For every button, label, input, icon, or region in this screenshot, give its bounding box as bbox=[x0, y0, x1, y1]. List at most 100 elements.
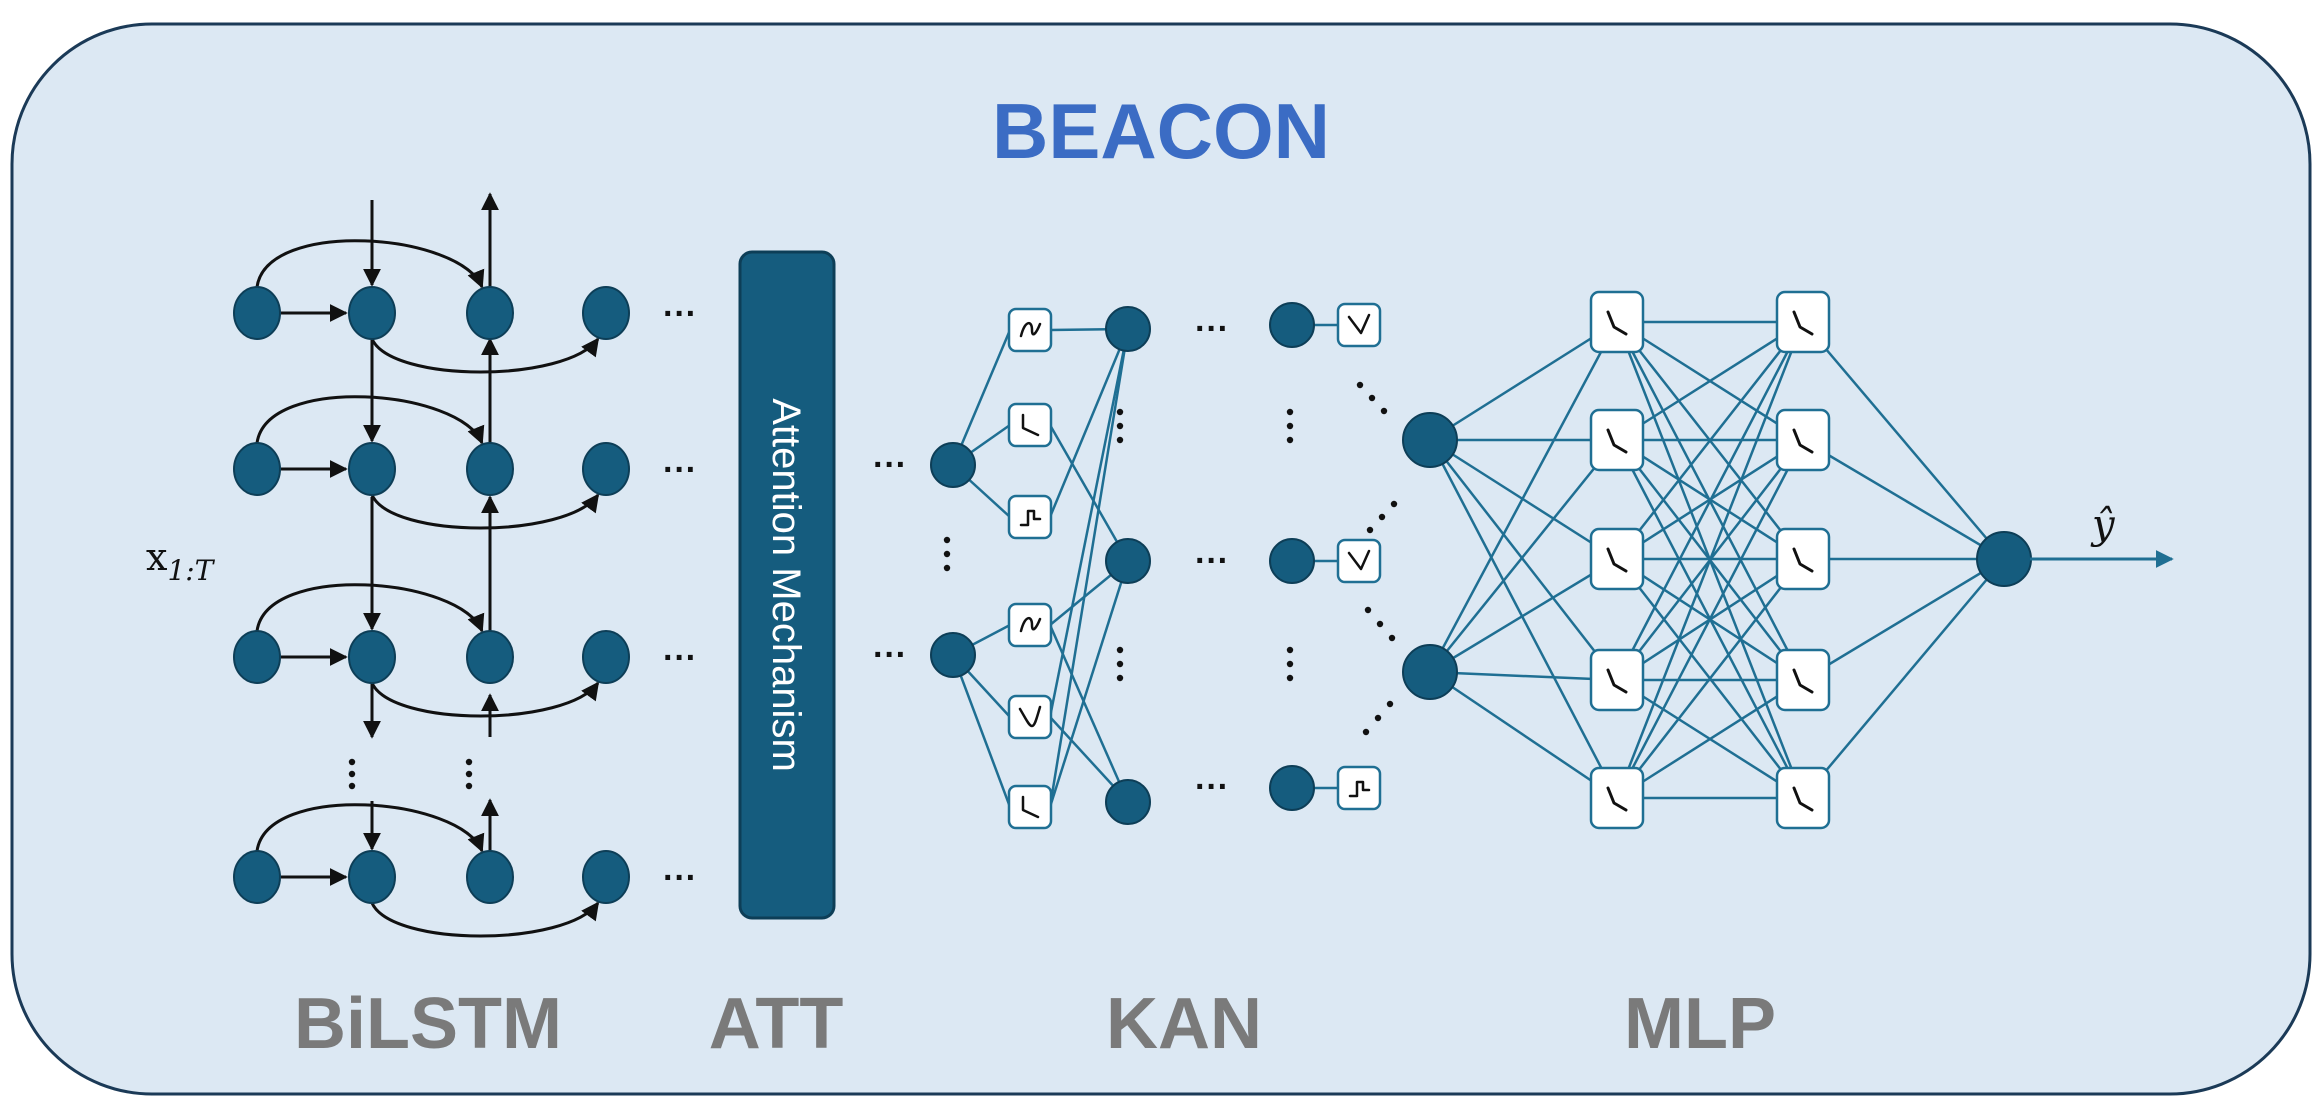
diagonal-ellipsis-dot bbox=[1366, 526, 1374, 534]
relu-icon bbox=[1792, 668, 1814, 694]
v-icon bbox=[1347, 549, 1371, 571]
kan-hidden-node bbox=[1105, 779, 1151, 825]
ellipsis-mark: ··· bbox=[663, 859, 697, 897]
bilstm-node bbox=[233, 850, 281, 904]
bilstm-node bbox=[466, 630, 514, 684]
relu-icon-box bbox=[1775, 527, 1831, 591]
vertical-ellipsis-dot bbox=[1286, 422, 1294, 430]
input-label-subscript: 1:T bbox=[167, 554, 215, 587]
kan-hidden-node bbox=[1105, 538, 1151, 584]
section-label-bilstm: BiLSTM bbox=[294, 984, 562, 1064]
diagonal-ellipsis-dot bbox=[1356, 381, 1364, 389]
output-label: ŷ bbox=[2090, 502, 2116, 548]
relu-icon bbox=[1606, 668, 1628, 694]
vertical-ellipsis-dot bbox=[465, 758, 473, 766]
kan-edge bbox=[951, 329, 1012, 466]
relu-icon bbox=[1792, 547, 1814, 573]
mlp-edge bbox=[1429, 670, 1618, 800]
mlp-edge bbox=[1616, 558, 1804, 799]
v-curve-icon-box bbox=[1007, 694, 1053, 740]
section-label-kan: KAN bbox=[1106, 984, 1262, 1064]
kan-edge bbox=[1048, 328, 1130, 518]
bilstm-skip-arc-bottom bbox=[370, 337, 600, 374]
kan-hidden-node bbox=[1105, 306, 1151, 352]
bilstm-node bbox=[466, 850, 514, 904]
hinge-icon-box bbox=[1007, 784, 1053, 830]
kan-edge bbox=[951, 654, 1012, 808]
relu-icon bbox=[1792, 786, 1814, 812]
relu-icon bbox=[1792, 428, 1814, 454]
mlp-edge bbox=[1802, 438, 2005, 561]
mlp-edge bbox=[1429, 439, 1618, 681]
vertical-ellipsis-dot bbox=[943, 536, 951, 544]
vertical-ellipsis-dot bbox=[1116, 674, 1124, 682]
kan-output-node bbox=[1269, 302, 1315, 348]
kan-output-node bbox=[1269, 765, 1315, 811]
v-icon bbox=[1347, 313, 1371, 335]
vertical-ellipsis-dot bbox=[465, 782, 473, 790]
mlp-edge bbox=[1429, 320, 1618, 442]
mlp-edge bbox=[1615, 439, 1805, 799]
mlp-edge bbox=[1615, 321, 1805, 799]
diagonal-ellipsis-dot bbox=[1374, 714, 1382, 722]
diagonal-ellipsis-dot bbox=[1362, 728, 1370, 736]
kan-output-node bbox=[1269, 538, 1315, 584]
section-label-att: ATT bbox=[709, 984, 844, 1064]
kan-input-node bbox=[930, 632, 976, 678]
bilstm-node bbox=[348, 286, 396, 340]
vertical-ellipsis-dot bbox=[1116, 422, 1124, 430]
kan-input-node bbox=[930, 442, 976, 488]
vertical-ellipsis-dot bbox=[1116, 436, 1124, 444]
diagram-title: BEACON bbox=[992, 87, 1330, 175]
bilstm-node bbox=[348, 850, 396, 904]
diagonal-ellipsis-dot bbox=[1386, 700, 1394, 708]
bilstm-node bbox=[233, 442, 281, 496]
vertical-ellipsis-dot bbox=[1116, 408, 1124, 416]
mlp-nodes bbox=[1402, 290, 2032, 830]
relu-icon-box bbox=[1775, 408, 1831, 472]
bilstm-skip-arc-top bbox=[255, 239, 485, 289]
attention-block bbox=[738, 250, 836, 920]
bilstm-node bbox=[233, 286, 281, 340]
vertical-ellipsis-dot bbox=[1286, 646, 1294, 654]
mlp-edge bbox=[1429, 439, 1618, 673]
bilstm-nodes bbox=[233, 286, 630, 904]
mlp-edge bbox=[1802, 321, 2005, 560]
bilstm-node bbox=[348, 442, 396, 496]
ellipsis-mark: ··· bbox=[1195, 310, 1229, 348]
mlp-edge bbox=[1428, 321, 1619, 673]
mlp-edges bbox=[1428, 320, 2005, 800]
kan-edge bbox=[1048, 328, 1130, 718]
diagonal-ellipsis-dot bbox=[1380, 407, 1388, 415]
relu-icon-box bbox=[1775, 648, 1831, 712]
mlp-edge bbox=[1616, 320, 1804, 442]
vertical-ellipsis-dot bbox=[943, 550, 951, 558]
vertical-ellipsis-dot bbox=[1286, 674, 1294, 682]
relu-icon-box bbox=[1589, 527, 1645, 591]
relu-icon-box bbox=[1775, 766, 1831, 830]
bilstm-skip-arc-top bbox=[255, 803, 485, 853]
mlp-input-node bbox=[1402, 412, 1458, 468]
relu-icon bbox=[1606, 310, 1628, 336]
input-label: x1:T bbox=[146, 535, 216, 587]
hinge-icon bbox=[1021, 413, 1040, 437]
kan-edge bbox=[1048, 560, 1130, 808]
vertical-ellipsis-dot bbox=[943, 564, 951, 572]
ellipsis-mark: ··· bbox=[873, 636, 907, 674]
step-s-icon bbox=[1019, 509, 1042, 527]
diagonal-ellipsis-dot bbox=[1368, 394, 1376, 402]
ellipsis-mark: ··· bbox=[663, 295, 697, 333]
hinge-icon bbox=[1021, 795, 1040, 819]
step-s-icon-box bbox=[1336, 765, 1382, 811]
vertical-ellipsis-dot bbox=[465, 770, 473, 778]
bilstm-edges bbox=[255, 192, 600, 938]
bilstm-node bbox=[348, 630, 396, 684]
ellipsis-mark: ··· bbox=[663, 639, 697, 677]
kan-edges bbox=[951, 323, 1338, 808]
hinge-icon-box bbox=[1007, 402, 1053, 448]
diagonal-ellipsis-dot bbox=[1364, 606, 1372, 614]
mlp-edge bbox=[1802, 557, 2005, 682]
input-label-main: x bbox=[146, 535, 167, 579]
vertical-ellipsis-dot bbox=[1116, 660, 1124, 668]
